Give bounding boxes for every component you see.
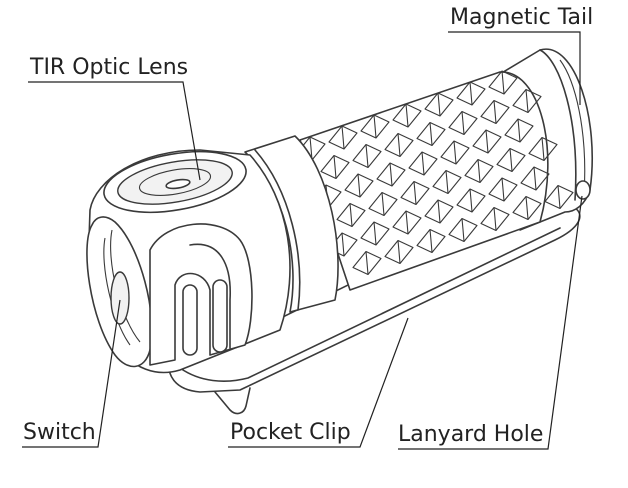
leader-switch (22, 299, 121, 448)
knurl-facet (397, 133, 401, 157)
knurl-facet (405, 103, 409, 128)
knurl-facet (469, 81, 473, 106)
knurl-facet (373, 114, 377, 139)
knurl-facet (541, 137, 545, 161)
label-magnetic-tail: Magnetic Tail (450, 5, 594, 30)
label-lanyard-hole: Lanyard Hole (398, 422, 544, 447)
knurl-facet (525, 89, 529, 113)
knurl-facet (461, 218, 465, 242)
knurl-facet (533, 166, 537, 191)
lanyard-hole (575, 180, 591, 200)
knurl-facet (341, 125, 345, 150)
knurl-facet (341, 232, 345, 257)
knurl-facet (429, 122, 433, 146)
knurl-facet (413, 181, 417, 205)
knurl-facet (333, 155, 337, 179)
knurl-facet (397, 240, 401, 264)
knurl-facet (525, 196, 529, 220)
knurl-facet (389, 162, 393, 187)
leader-lines (22, 31, 583, 450)
knurl-facet (485, 129, 489, 154)
knurl-facet (445, 170, 449, 194)
switch-button (110, 271, 130, 325)
knurl-facet (421, 151, 425, 176)
knurl-facet (349, 203, 353, 227)
knurl-facet (405, 210, 409, 235)
label-tir-optic-lens: TIR Optic Lens (30, 55, 189, 80)
leader-magnetic-tail (448, 31, 581, 105)
head (86, 149, 291, 374)
knurl-facet (365, 144, 369, 168)
knurl-facet (453, 140, 457, 165)
knurl-facet (357, 173, 361, 198)
knurl-facet (557, 185, 561, 209)
knurl-facet (469, 188, 473, 213)
knurl-facet (381, 192, 385, 216)
knurl-facet (309, 136, 313, 161)
knurl-facet (501, 177, 505, 202)
knurl-facet (477, 159, 481, 183)
leader-tir-optic-lens (28, 81, 201, 181)
leader-pocket-clip (228, 317, 409, 448)
knurl-facet (437, 199, 441, 224)
leader-lanyard-hole (398, 195, 583, 450)
knurl-facet (517, 118, 521, 143)
knurl-facet (365, 251, 369, 275)
knurl-facet (493, 207, 497, 231)
knurl-facet (437, 92, 441, 117)
label-switch: Switch (23, 420, 96, 445)
label-pocket-clip: Pocket Clip (230, 420, 351, 445)
knurl-facet (373, 221, 377, 246)
knurl-facet (493, 100, 497, 124)
knurl-facet (501, 70, 505, 95)
knurled-body (296, 70, 574, 291)
knurl-facet (509, 148, 513, 172)
knurl-facet (429, 229, 433, 253)
knurl-facet (461, 111, 465, 135)
